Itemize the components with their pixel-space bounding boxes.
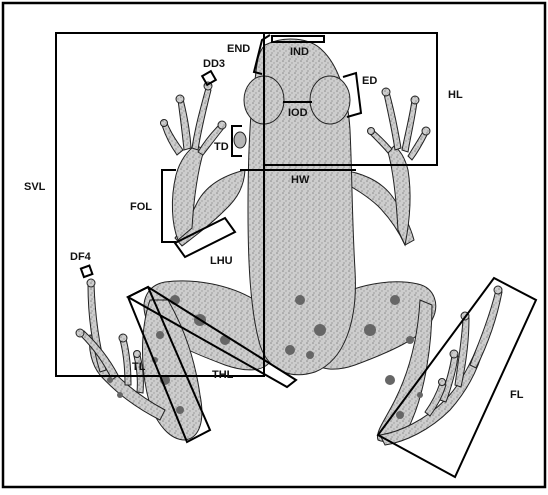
label-hw: HW [291, 174, 310, 186]
label-fl: FL [510, 389, 524, 401]
label-ind: IND [290, 46, 309, 58]
right-eye [310, 76, 350, 124]
label-ed: ED [362, 75, 377, 87]
label-iod: IOD [288, 107, 308, 119]
label-tl: TL [132, 361, 146, 373]
label-thl: THL [212, 369, 234, 381]
label-lhu: LHU [210, 255, 233, 267]
label-dd3: DD3 [203, 58, 225, 70]
label-df4: DF4 [70, 251, 92, 263]
label-svl: SVL [24, 181, 46, 193]
label-td: TD [214, 141, 229, 153]
label-hl: HL [448, 89, 463, 101]
left-tympanum [234, 132, 246, 148]
label-end: END [227, 43, 250, 55]
label-fol: FOL [130, 201, 152, 213]
